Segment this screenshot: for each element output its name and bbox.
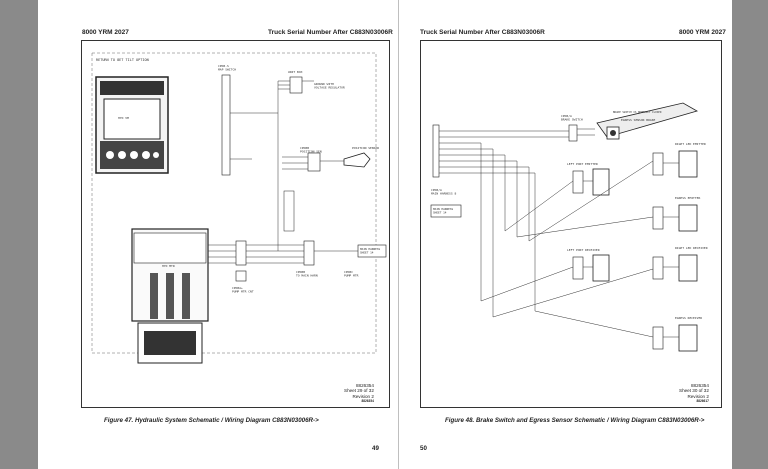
left-page: 8000 YRM 2027 Truck Serial Number After … <box>38 0 398 469</box>
diagram-note: RETURN TO 8ET TILT OPTION <box>96 58 149 62</box>
right-led-receiver-label: RIGHT LED RECEIVER <box>675 246 708 250</box>
left-revision: Revision 2 <box>352 393 374 399</box>
right-figure-caption: Figure 48. Brake Switch and Egress Senso… <box>445 417 705 424</box>
page-gutter <box>398 0 399 469</box>
left-sheet-info: 8826354 Sheet 29 of 32 Revision 2 882635… <box>344 383 374 405</box>
right-doc-number: 8826354 <box>691 383 709 388</box>
pump-motor <box>131 228 209 364</box>
controller-label: HYD VM <box>118 116 129 120</box>
left-port-emitter-label: LEFT PORT EMITTER <box>567 162 598 166</box>
egress-brake-label: EGRESS SENSOR BRAKE <box>621 118 656 122</box>
right-page: Truck Serial Number After C883N03006R 80… <box>399 0 732 469</box>
left-port-receiver-label: LEFT PORT RECEIVER <box>567 248 600 252</box>
left-header-serial: Truck Serial Number After C883N03006R <box>268 29 393 36</box>
brake-note: BRAKE SWITCH IS NORMALLY CLOSED <box>613 110 662 114</box>
pump-connector-label: CPD8A+PUMP MTR CNT <box>232 286 254 294</box>
right-led-emitter-label: RIGHT LED EMITTER <box>675 142 706 146</box>
left-header-model: 8000 YRM 2027 <box>82 29 129 36</box>
egress-receiver-label: EGRESS RECEIVER <box>675 316 702 320</box>
left-page-number: 49 <box>372 445 379 452</box>
left-sheet-number: Sheet 29 of 32 <box>344 388 374 394</box>
left-drawing-code: 8826354 <box>361 399 374 404</box>
right-revision: Revision 2 <box>687 393 709 399</box>
right-sheet-info: 8826354 Sheet 30 of 32 Revision 2 882661… <box>679 383 709 405</box>
egress-emitter-label: EGRESS EMITTER <box>675 196 700 200</box>
position-sensor-label: POSITION SENSOR <box>352 146 379 150</box>
right-sheet-number: Sheet 30 of 32 <box>679 388 709 394</box>
left-figure-caption: Figure 47. Hydraulic System Schematic / … <box>104 417 319 424</box>
left-doc-number: 8826354 <box>356 383 374 388</box>
brake-pedal <box>596 102 699 140</box>
hyd-motor-label: HYD MTR <box>162 264 175 268</box>
right-header-model: 8000 YRM 2027 <box>679 29 726 36</box>
right-page-number: 50 <box>420 445 427 452</box>
unit-box-label: UNIT BOX <box>288 70 303 74</box>
right-drawing-code: 8826617 <box>696 399 709 404</box>
right-header-serial: Truck Serial Number After C883N03006R <box>420 29 545 36</box>
controller-module <box>95 76 169 174</box>
